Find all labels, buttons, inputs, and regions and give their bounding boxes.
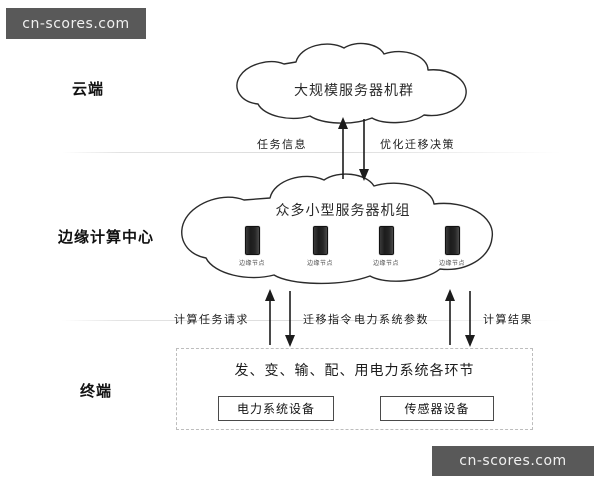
watermark-bottom: cn-scores.com [432, 446, 594, 476]
edge-node-label: 边缘节点 [238, 260, 265, 267]
flow-label-migration-command: 迁移指令 [303, 313, 353, 326]
device-box-power-system-equipment: 电力系统设备 [218, 396, 334, 421]
tier-label-edge: 边缘计算中心 [58, 228, 155, 246]
tier-label-cloud: 云端 [72, 80, 105, 98]
flow-label-power-system-parameters: 电力系统参数 [354, 313, 429, 326]
tier-label-terminal: 终端 [80, 382, 113, 400]
arrow-down-migration-policy [357, 117, 371, 181]
server-icon [444, 226, 460, 255]
cloud-title-large-server-cluster: 大规模服务器机群 [294, 83, 414, 99]
cloud-title-edge-server-groups: 众多小型服务器机组 [275, 203, 411, 219]
server-icon [378, 226, 394, 255]
cloud-shape-edge-server-groups: 众多小型服务器机组 边缘节点 边缘节点 边缘节点 边缘节点 [178, 172, 508, 290]
arrow-up-task-info [336, 117, 350, 181]
edge-node-label: 边缘节点 [306, 260, 333, 267]
arrow-down-migration-command [283, 289, 297, 347]
flow-label-task-info: 任务信息 [257, 138, 307, 151]
flow-label-compute-task-request: 计算任务请求 [174, 313, 249, 326]
tier-divider-cloud-edge [62, 152, 562, 153]
server-icon [244, 226, 260, 255]
terminal-heading: 发、变、输、配、用电力系统各环节 [234, 363, 475, 379]
cloud-shape-large-server-cluster: 大规模服务器机群 [232, 42, 476, 124]
edge-node-label: 边缘节点 [372, 260, 399, 267]
tier-divider-edge-terminal [62, 320, 562, 321]
arrow-down-compute-result [463, 289, 477, 347]
arrow-up-compute-task-request [263, 289, 277, 347]
edge-node: 边缘节点 [358, 226, 414, 267]
edge-node: 边缘节点 [424, 226, 480, 267]
flow-label-migration-policy: 优化迁移决策 [380, 138, 455, 151]
edge-node-label: 边缘节点 [438, 260, 465, 267]
arrow-up-power-system-parameters [443, 289, 457, 347]
terminal-panel: 发、变、输、配、用电力系统各环节 电力系统设备 传感器设备 [176, 348, 533, 430]
edge-node: 边缘节点 [292, 226, 348, 267]
server-icon [312, 226, 328, 255]
flow-label-compute-result: 计算结果 [483, 313, 533, 326]
device-box-sensor-equipment: 传感器设备 [380, 396, 494, 421]
watermark-top: cn-scores.com [6, 8, 146, 39]
edge-node: 边缘节点 [224, 226, 280, 267]
